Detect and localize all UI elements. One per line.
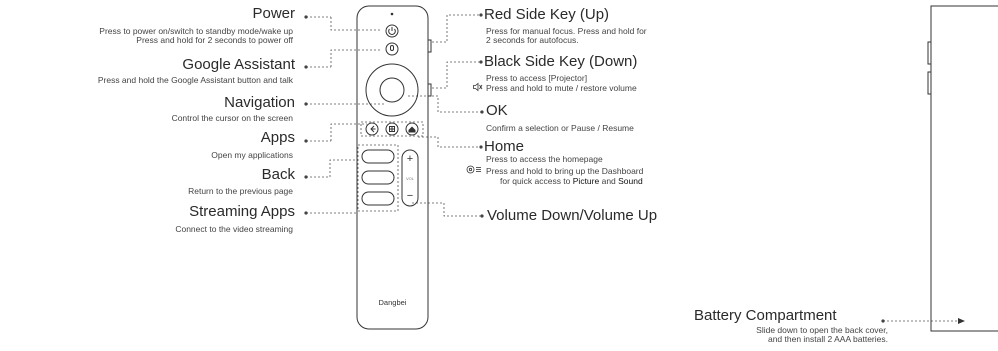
home-title: Home: [484, 138, 525, 155]
home-desc-3-picture: Picture: [572, 176, 600, 186]
google-assistant-desc: Press and hold the Google Assistant butt…: [97, 75, 293, 85]
volume-mid-label: VOL: [406, 176, 415, 181]
back-side-key-1: [927, 41, 932, 65]
black-side-key-desc-2: Press and hold to mute / restore volume: [486, 83, 637, 93]
power-leader-line-2: [330, 17, 381, 31]
streaming-app-button-2: [361, 170, 395, 185]
streaming-app-button-1: [361, 149, 395, 164]
black-side-key-title: Black Side Key (Down): [484, 53, 638, 70]
ok-desc: Confirm a selection or Pause / Resume: [486, 123, 634, 133]
streaming-apps-title: Streaming Apps: [189, 203, 295, 220]
home-button: [405, 122, 419, 136]
apps-button: [385, 122, 399, 136]
power-icon: [388, 28, 396, 35]
red-side-key-title: Red Side Key (Up): [484, 6, 610, 23]
volume-rocker: [401, 149, 419, 207]
apps-desc: Open my applications: [211, 150, 293, 160]
black-key-leader-line: [432, 61, 480, 89]
home-desc-3: for quick access to Picture and Sound: [500, 176, 643, 186]
battery-arrow-head: [958, 318, 965, 324]
red-side-key: [427, 39, 432, 53]
power-button: [385, 24, 399, 38]
volume-minus-label: −: [407, 190, 413, 202]
ok-title: OK: [486, 102, 508, 119]
battery-desc-1: Slide down to open the back cover,: [756, 325, 888, 335]
back-leader-line-2: [329, 159, 357, 177]
battery-desc-2: and then install 2 AAA batteries.: [767, 334, 888, 344]
navigation-title: Navigation: [224, 94, 295, 111]
volume-title: Volume Down/Volume Up: [487, 207, 658, 224]
red-side-key-desc-1: Press for manual focus. Press and hold f…: [486, 26, 647, 36]
power-desc-1: Press to power on/switch to standby mode…: [99, 26, 293, 36]
navigation-desc: Control the cursor on the screen: [171, 113, 293, 123]
streaming-group-box: [357, 144, 399, 212]
power-desc-2: Press and hold for 2 seconds to power of…: [136, 35, 293, 45]
black-side-key: [427, 83, 432, 97]
mute-icon: [473, 82, 483, 92]
home-desc-1: Press to access the homepage: [486, 154, 603, 164]
apps-leader-line-2: [330, 123, 367, 141]
microphone-icon: [390, 45, 394, 51]
black-side-key-desc-1: Press to access [Projector]: [486, 73, 588, 83]
google-assistant-title: Google Assistant: [182, 56, 295, 73]
home-desc-3-mid: and: [599, 176, 619, 186]
navigation-ring: [365, 63, 419, 117]
back-desc: Return to the previous page: [188, 186, 293, 196]
streaming-app-button-3: [361, 191, 395, 206]
back-title: Back: [261, 166, 295, 183]
back-button: [365, 122, 379, 136]
apps-title: Apps: [260, 129, 295, 146]
remote-brand-logo: Dangbei: [379, 298, 407, 307]
home-leader-line: [418, 136, 481, 148]
ok-leader-line: [408, 95, 482, 113]
google-leader-line-2: [330, 49, 381, 67]
back-side-key-2: [927, 71, 932, 95]
home-icon: [408, 126, 416, 133]
power-title: Power: [252, 5, 295, 22]
remote-back-body: [930, 5, 998, 332]
remote-body: [356, 5, 429, 330]
google-assistant-button: [385, 42, 399, 56]
volume-leader-line: [412, 202, 482, 217]
battery-compartment-title: Battery Compartment: [694, 307, 837, 324]
volume-plus-label: +: [407, 153, 413, 165]
indicator-light: [390, 12, 394, 16]
apps-group-box: [360, 121, 424, 137]
red-side-key-desc-2: 2 seconds for autofocus.: [486, 35, 579, 45]
streaming-apps-desc: Connect to the video streaming: [175, 224, 293, 234]
red-key-leader-line: [432, 14, 480, 43]
settings-gear-icon: [466, 165, 481, 174]
home-desc-2: Press and hold to bring up the Dashboard: [486, 166, 644, 176]
ok-button: [379, 77, 405, 103]
home-desc-3-sound: Sound: [618, 176, 643, 186]
home-desc-3-pre: for quick access to: [500, 176, 573, 186]
